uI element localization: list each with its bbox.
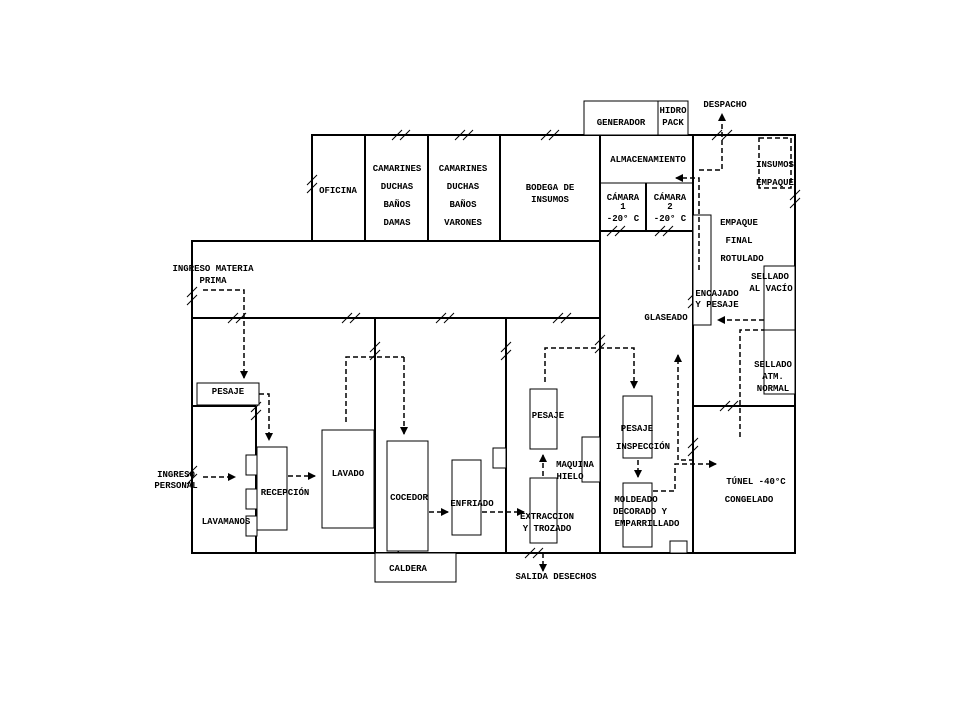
label-camarines-damas-4: DAMAS	[383, 218, 411, 228]
label-camara1-b: 1	[620, 202, 626, 212]
label-pack: PACK	[662, 118, 684, 128]
label-sellado-vacio-2: AL VACÍO	[749, 283, 793, 294]
label-camara2-c: -20° C	[654, 214, 687, 224]
label-caldera: CALDERA	[389, 564, 427, 574]
label-sellado-atm-2: ATM.	[762, 372, 784, 382]
label-camarines-damas-1: CAMARINES	[373, 164, 422, 174]
label-ingreso-personal-2: PERSONAL	[154, 481, 197, 491]
equipment-boxes	[196, 100, 796, 583]
label-camarines-varones-3: BAÑOS	[449, 199, 477, 210]
label-camarines-varones-1: CAMARINES	[439, 164, 488, 174]
label-cocedor: COCEDOR	[390, 493, 428, 503]
label-ingreso-materia-1: INGRESO MATERIA	[172, 264, 254, 274]
label-camara2-b: 2	[667, 202, 672, 212]
label-camara1-a: CÁMARA	[607, 192, 640, 203]
label-recepcion: RECEPCIÓN	[261, 487, 310, 498]
label-sellado-atm-3: NORMAL	[757, 384, 789, 394]
label-camarines-damas-3: BAÑOS	[383, 199, 411, 210]
label-glaseado: GLASEADO	[644, 313, 688, 323]
label-empaque-final-2: FINAL	[725, 236, 752, 246]
label-camarines-varones-4: VARONES	[444, 218, 482, 228]
label-empaque-final-1: EMPAQUE	[720, 218, 758, 228]
label-maquina-2: HIELO	[556, 472, 584, 482]
label-insumos: INSUMOS	[756, 160, 794, 170]
label-bodega-1: BODEGA DE	[526, 183, 575, 193]
label-sellado-vacio-1: SELLADO	[751, 272, 789, 282]
label-despacho: DESPACHO	[703, 100, 747, 110]
label-lavado: LAVADO	[332, 469, 365, 479]
label-lavamanos: LAVAMANOS	[202, 517, 251, 527]
label-camarines-varones-2: DUCHAS	[447, 182, 480, 192]
label-tunel-2: CONGELADO	[725, 495, 774, 505]
label-oficina: OFICINA	[319, 186, 357, 196]
label-extraccion-1: EXTRACCION	[520, 512, 574, 522]
label-enfriado: ENFRIADO	[450, 499, 494, 509]
label-pesaje-mid: PESAJE	[532, 411, 565, 421]
label-moldeado-1: MOLDEADO	[614, 495, 658, 505]
label-inspeccion: INSPECCIÓN	[616, 441, 670, 452]
label-sellado-atm-1: SELLADO	[754, 360, 792, 370]
label-empaque: EMPAQUE	[756, 178, 794, 188]
label-ingreso-materia-2: PRIMA	[199, 276, 227, 286]
label-extraccion-2: Y TROZADO	[523, 524, 572, 534]
label-pesaje-right: PESAJE	[621, 424, 654, 434]
label-encajado-1: ENCAJADO	[695, 289, 739, 299]
label-ingreso-personal-1: INGRESO	[157, 470, 195, 480]
label-salida-desechos: SALIDA DESECHOS	[515, 572, 597, 582]
label-tunel-1: TÚNEL -40°C	[726, 476, 786, 487]
label-camara1-c: -20° C	[607, 214, 640, 224]
label-camarines-damas-2: DUCHAS	[381, 182, 414, 192]
label-generador: GENERADOR	[597, 118, 646, 128]
label-bodega-2: INSUMOS	[531, 195, 569, 205]
label-encajado-2: Y PESAJE	[695, 300, 739, 310]
room-labels: GENERADOR HIDRO PACK DESPACHO OFICINA CA…	[154, 100, 794, 582]
label-maquina-1: MAQUINA	[556, 460, 594, 470]
process-flow	[203, 113, 792, 572]
label-almacenamiento: ALMACENAMIENTO	[610, 155, 686, 165]
label-empaque-final-3: ROTULADO	[720, 254, 764, 264]
label-moldeado-3: EMPARRILLADO	[615, 519, 680, 529]
label-hidro: HIDRO	[659, 106, 687, 116]
label-camara2-a: CÁMARA	[654, 192, 687, 203]
label-moldeado-2: DECORADO Y	[613, 507, 668, 517]
label-pesaje-left: PESAJE	[212, 387, 245, 397]
